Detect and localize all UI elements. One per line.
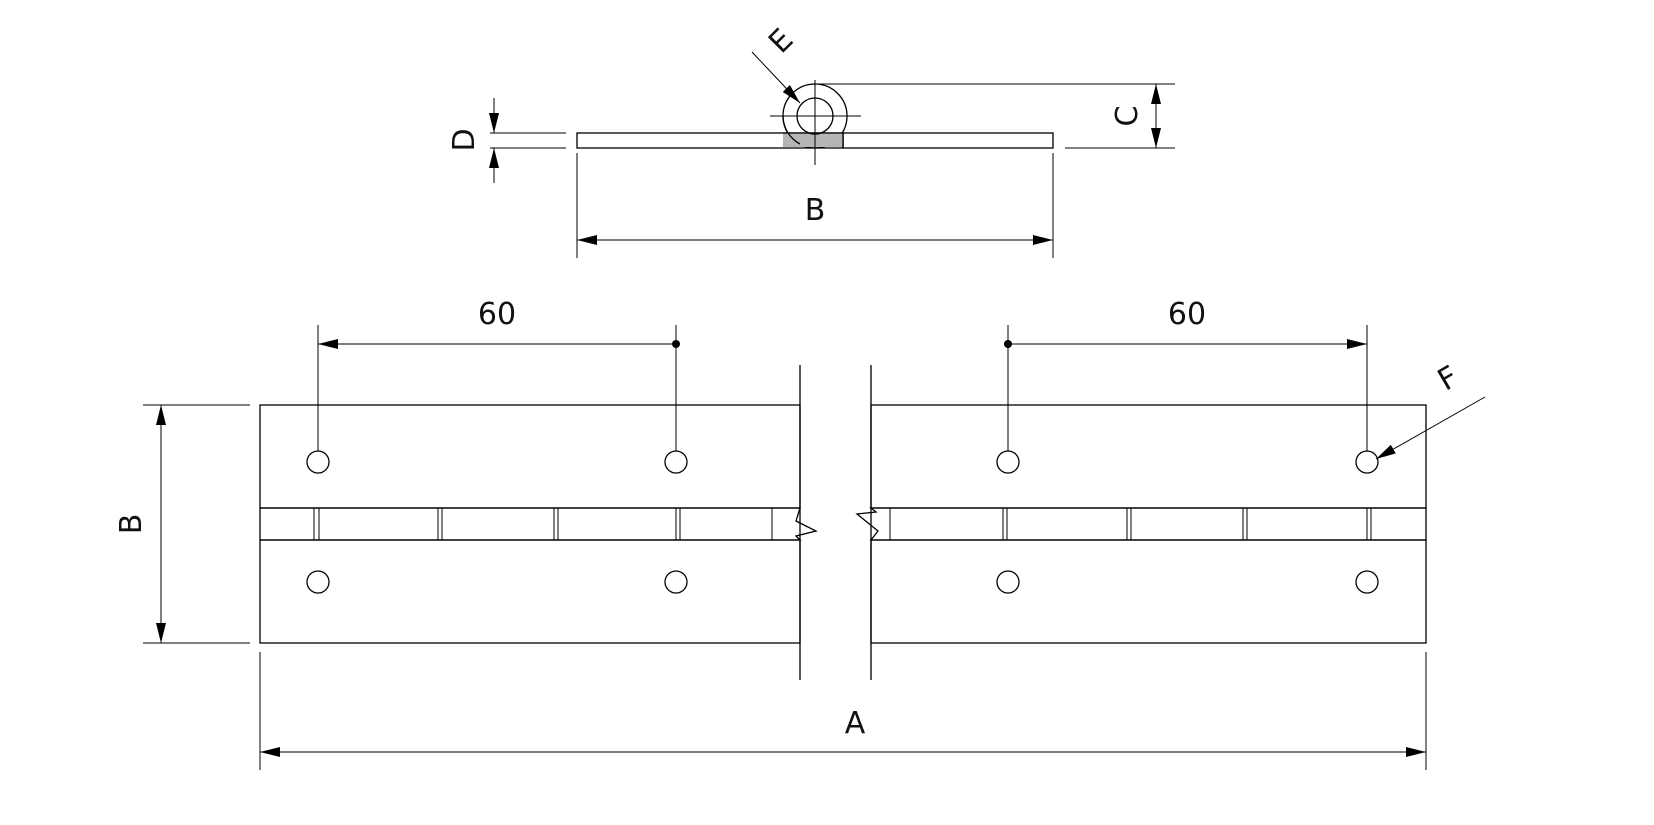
dim-label-top-width: B xyxy=(805,193,826,228)
hole-lower-1 xyxy=(306,570,330,594)
hinge-left-piece xyxy=(259,404,818,644)
hole-upper-1 xyxy=(306,450,330,474)
leaf-lower-left xyxy=(259,539,801,644)
side-leaf-right xyxy=(842,132,1054,149)
hole-lower-4 xyxy=(1355,570,1379,594)
barrel-left xyxy=(259,507,818,541)
side-view: D C E B xyxy=(447,22,1175,258)
hole-upper-2 xyxy=(664,450,688,474)
leaf-upper-left xyxy=(259,404,801,509)
dim-label-pitch-right: 60 xyxy=(1168,297,1206,332)
dim-label-overall-length: A xyxy=(845,706,866,741)
leaf-upper-right xyxy=(870,404,1427,509)
plan-view: 60 60 F B A xyxy=(114,297,1486,770)
hole-upper-3 xyxy=(996,450,1020,474)
dim-label-pitch-left: 60 xyxy=(478,297,516,332)
dim-label-plan-width: B xyxy=(114,514,149,535)
barrel-right xyxy=(855,507,1427,541)
dim-label-thickness: D xyxy=(447,128,482,151)
hinge-right-piece xyxy=(855,404,1427,644)
hole-upper-4 xyxy=(1355,450,1379,474)
dim-label-hole-diameter: F xyxy=(1432,359,1464,398)
hole-lower-3 xyxy=(996,570,1020,594)
mounting-holes xyxy=(306,450,1379,594)
dim-label-pin-diameter: E xyxy=(762,22,800,60)
hole-lower-2 xyxy=(664,570,688,594)
dim-label-knuckle-height: C xyxy=(1110,106,1145,127)
leaf-lower-right xyxy=(870,539,1427,644)
